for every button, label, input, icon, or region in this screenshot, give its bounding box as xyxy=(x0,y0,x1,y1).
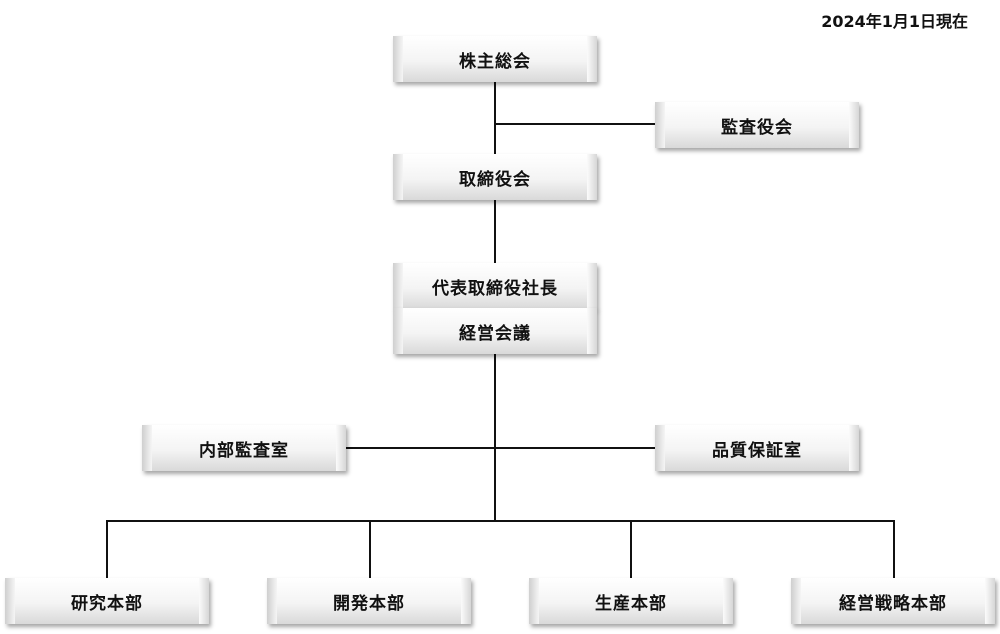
connector-line xyxy=(494,352,496,522)
node-label: 品質保証室 xyxy=(712,440,802,461)
connector-line xyxy=(106,520,108,578)
node-research: 研究本部 xyxy=(5,578,209,624)
node-label: 株主総会 xyxy=(459,51,531,72)
connector-line xyxy=(369,520,371,578)
node-development: 開発本部 xyxy=(267,578,471,624)
node-internal-audit: 内部監査室 xyxy=(142,425,346,471)
connector-line xyxy=(107,520,894,522)
node-president: 代表取締役社長 xyxy=(393,263,597,309)
node-quality-assurance: 品質保証室 xyxy=(655,425,859,471)
as-of-date: 2024年1月1日現在 xyxy=(821,12,968,31)
node-audit-board: 監査役会 xyxy=(655,102,859,148)
connector-line xyxy=(494,123,656,125)
node-production: 生産本部 xyxy=(529,578,733,624)
node-management-meeting: 経営会議 xyxy=(393,308,597,354)
connector-line xyxy=(345,447,656,449)
node-label: 取締役会 xyxy=(459,169,531,190)
node-label: 生産本部 xyxy=(595,593,667,614)
node-label: 経営戦略本部 xyxy=(839,593,947,614)
node-strategy: 経営戦略本部 xyxy=(791,578,995,624)
node-shareholders-meeting: 株主総会 xyxy=(393,36,597,82)
node-label: 研究本部 xyxy=(71,593,143,614)
node-label: 監査役会 xyxy=(721,117,793,138)
node-label: 経営会議 xyxy=(459,323,531,344)
node-label: 開発本部 xyxy=(333,593,405,614)
node-board-of-directors: 取締役会 xyxy=(393,154,597,200)
connector-line xyxy=(494,80,496,156)
connector-line xyxy=(893,520,895,578)
connector-line xyxy=(630,520,632,578)
connector-line xyxy=(494,198,496,264)
node-label: 内部監査室 xyxy=(199,440,289,461)
node-label: 代表取締役社長 xyxy=(432,278,558,299)
